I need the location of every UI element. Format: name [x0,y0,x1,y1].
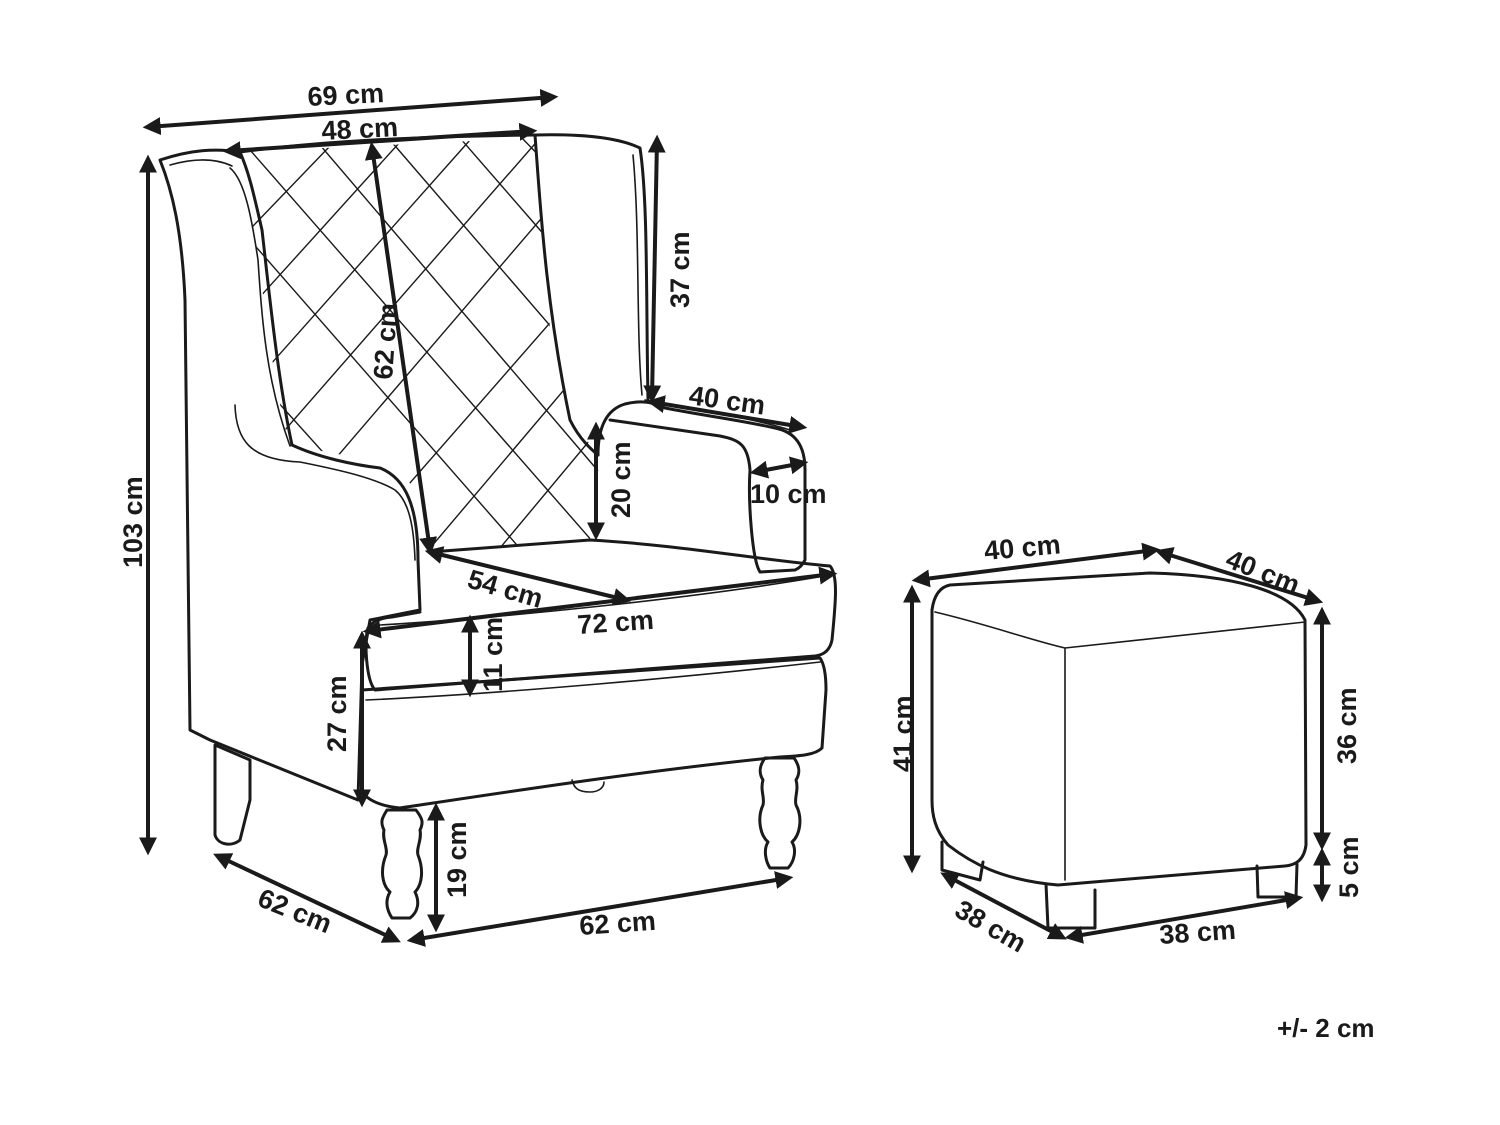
dim-armchair-depth [213,853,401,943]
label-ottoman-body-height: 36 cm [1332,687,1362,764]
label-armchair-seat-width: 72 cm [576,605,654,640]
dim-armchair-armrest-depth [646,395,808,434]
dim-armchair-armrest-width [749,456,809,479]
label-ottoman-base-width: 38 cm [1158,915,1236,950]
armchair-right-arm [596,400,807,574]
label-armchair-width-base: 62 cm [578,906,656,941]
label-armchair-seat-height-above-legs: 27 cm [322,675,352,752]
tolerance-note: +/- 2 cm [1277,1013,1375,1043]
dim-armchair-seat-width [362,566,838,639]
armchair-left-wing [158,148,422,802]
ottoman-leg-left [940,840,985,882]
label-armchair-backrest-width: 48 cm [321,112,399,146]
armchair-backrest [238,133,664,406]
dim-armchair-backrest-width [222,122,538,160]
dim-ottoman-base-width [1064,891,1304,944]
ottoman-drawing [930,571,1308,930]
dim-armchair-backrest-height [364,141,438,556]
label-ottoman-top-width: 40 cm [983,529,1062,566]
armchair-front-base [360,656,828,810]
armchair-back-left-leg [213,743,252,846]
ottoman-top-edge [934,611,1306,881]
armchair-drawing [158,133,837,920]
dim-ottoman-base-depth [940,872,1067,940]
dim-armchair-width-base [406,871,794,947]
ottoman-body [930,571,1308,887]
label-armchair-width-overall: 69 cm [307,78,385,112]
label-armchair-armrest-width: 10 cm [750,479,827,509]
ottoman-leg-front [1044,882,1097,930]
dim-ottoman-top-width [911,542,1161,588]
label-armchair-armrest-height: 20 cm [606,441,636,518]
label-armchair-leg-height: 19 cm [442,821,472,898]
label-ottoman-top-depth: 40 cm [1222,544,1304,600]
dimension-lines [139,88,1331,947]
label-armchair-cushion-thickness: 11 cm [478,617,508,692]
label-armchair-wing-height: 37 cm [665,231,695,308]
dim-armchair-width-overall [142,88,559,136]
armchair-front-left-leg [380,808,424,920]
label-ottoman-base-depth: 38 cm [950,894,1031,958]
dim-armchair-wing-height [643,134,666,404]
label-armchair-height-overall: 103 cm [118,476,148,568]
label-ottoman-leg-height: 5 cm [1334,836,1364,898]
armchair-front-right-leg [758,756,802,870]
label-ottoman-height-overall: 41 cm [888,695,918,772]
label-armchair-backrest-height: 62 cm [368,302,403,380]
dim-ottoman-top-depth [1154,547,1324,606]
